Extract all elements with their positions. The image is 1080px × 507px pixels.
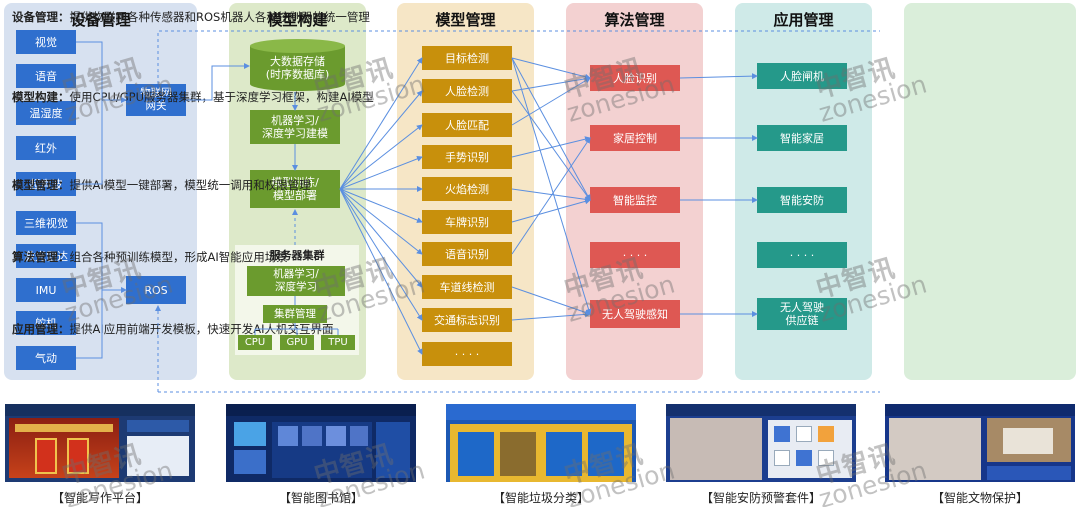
- case-garbage-thumbnail: [446, 404, 636, 482]
- desc-device-head: 设备管理：: [12, 10, 70, 24]
- desc-build-body: 使用CPU/GPU服务器集群，基于深度学习框架，构建AI模型: [69, 90, 374, 104]
- hw-cpu: CPU: [238, 335, 272, 350]
- model-item-gesture: 手势识别: [422, 145, 512, 169]
- model-item-face-matching: 人脸匹配: [422, 113, 512, 137]
- case-relics-thumbnail: [885, 404, 1075, 482]
- iot-gateway: 物联网 网关: [126, 84, 186, 116]
- desc-mgmt-body: 提供AI模型一键部署，模型统一调用和权限管理: [69, 178, 311, 192]
- sensor-voice: 语音: [16, 64, 76, 88]
- sensor-vision: 视觉: [16, 30, 76, 54]
- bottom-dashed-line: [157, 380, 880, 393]
- model-item-object-detection: 目标检测: [422, 46, 512, 70]
- app-face-gate: 人脸闸机: [757, 63, 847, 89]
- desc-app: 应用管理：提供AI应用前端开发模板，快速开发AI人机交互界面: [12, 322, 1072, 338]
- bigdata-storage: 大数据存储 (时序数据库): [265, 55, 330, 81]
- model-item-flame: 火焰检测: [422, 177, 512, 201]
- algo-more: · · · ·: [590, 242, 680, 268]
- algo-autonomous-perception: 无人驾驶感知: [590, 300, 680, 328]
- model-training: 模型训练/ 模型部署: [250, 170, 340, 208]
- ml-modeling: 机器学习/ 深度学习建模: [250, 110, 340, 144]
- description-panel: [904, 3, 1076, 380]
- server-cluster-title: 服务器集群: [269, 249, 325, 262]
- device-title: 设备管理: [70, 11, 131, 29]
- model-build-title: 模型构建: [267, 11, 328, 29]
- cluster-management: 集群管理: [263, 305, 327, 323]
- ros-node: ROS: [126, 276, 186, 304]
- app-autonomous-supply: 无人驾驶 供应链: [757, 298, 847, 330]
- controller-pneumatic: 气动: [16, 346, 76, 370]
- algo-face-recognition: 人脸识别: [590, 65, 680, 91]
- server-ml: 机器学习/ 深度学习: [247, 266, 345, 296]
- desc-app-body: 提供AI应用前端开发模板，快速开发AI人机交互界面: [69, 322, 334, 336]
- model-item-lane: 车道线检测: [422, 275, 512, 299]
- case-caption-writing: 【智能写作平台】: [51, 491, 148, 505]
- model-item-speech: 语音识别: [422, 242, 512, 266]
- desc-app-head: 应用管理：: [12, 322, 70, 336]
- sensor-infrared: 红外: [16, 136, 76, 160]
- desc-model-build: 模型构建：使用CPU/GPU服务器集群，基于深度学习框架，构建AI模型: [12, 90, 1072, 106]
- algo-home-control: 家居控制: [590, 125, 680, 151]
- hw-gpu: GPU: [280, 335, 314, 350]
- algo-title: 算法管理: [604, 11, 665, 29]
- model-item-more: · · · ·: [422, 342, 512, 366]
- model-item-traffic-sign: 交通标志识别: [422, 308, 512, 332]
- case-writing-thumbnail: [5, 404, 195, 482]
- case-security-thumbnail: [666, 404, 856, 482]
- sensor-ultrasonic: 超声波: [16, 172, 76, 196]
- sensor-humidity: 温湿度: [16, 101, 76, 125]
- app-smart-security: 智能安防: [757, 187, 847, 213]
- desc-device-body: 提供物联网各种传感器和ROS机器人各种控制器的统一管理: [69, 10, 370, 24]
- desc-build-head: 模型构建：: [12, 90, 70, 104]
- controller-3d-vision: 三维视觉: [16, 211, 76, 235]
- controller-servo: 舵机: [16, 311, 76, 335]
- case-caption-library: 【智能图书馆】: [278, 491, 363, 505]
- algo-smart-monitoring: 智能监控: [590, 187, 680, 213]
- desc-algo-body: 组合各种预训练模型，形成AI智能应用场景: [69, 250, 288, 264]
- case-library-thumbnail: [226, 404, 416, 482]
- desc-algo-head: 算法管理：: [12, 250, 70, 264]
- case-caption-garbage: 【智能垃圾分类】: [492, 491, 589, 505]
- desc-model-mgmt: 模型管理：提供AI模型一键部署，模型统一调用和权限管理: [12, 178, 1072, 194]
- case-caption-security: 【智能安防预警套件】: [700, 491, 821, 505]
- desc-device: 设备管理：提供物联网各种传感器和ROS机器人各种控制器的统一管理: [12, 10, 1072, 26]
- controller-lidar: 激光雷达: [16, 244, 76, 268]
- case-caption-relics: 【智能文物保护】: [931, 491, 1028, 505]
- app-more: · · · ·: [757, 242, 847, 268]
- model-item-plate: 车牌识别: [422, 210, 512, 234]
- app-title: 应用管理: [773, 11, 834, 29]
- desc-algo: 算法管理：组合各种预训练模型，形成AI智能应用场景: [12, 250, 1072, 266]
- controller-imu: IMU: [16, 278, 76, 302]
- app-smart-home: 智能家居: [757, 125, 847, 151]
- model-mgmt-title: 模型管理: [435, 11, 496, 29]
- desc-mgmt-head: 模型管理：: [12, 178, 70, 192]
